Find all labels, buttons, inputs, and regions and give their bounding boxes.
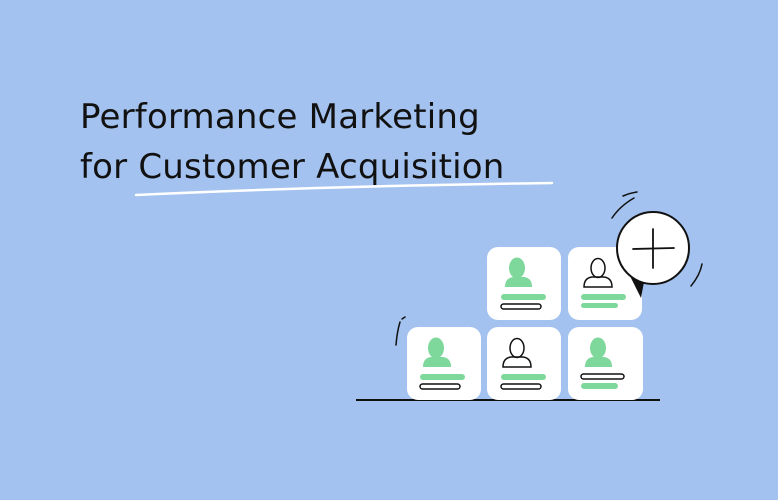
user-card-icon [487, 327, 561, 400]
motion-mark-top-1 [611, 197, 635, 219]
user-card-icon [487, 247, 561, 320]
motion-mark-left-2 [401, 316, 406, 320]
plus-icon [616, 211, 690, 298]
page-title: Performance Marketing for Customer Acqui… [80, 92, 505, 192]
motion-mark-top-2 [622, 191, 638, 197]
motion-mark-right [690, 263, 703, 287]
title-line-1: Performance Marketing [80, 97, 480, 137]
user-card-icon [568, 327, 643, 400]
title-line-2: for Customer Acquisition [80, 147, 505, 187]
user-card-icon [407, 327, 481, 400]
motion-mark-left [395, 321, 401, 346]
title-underline [134, 181, 554, 197]
